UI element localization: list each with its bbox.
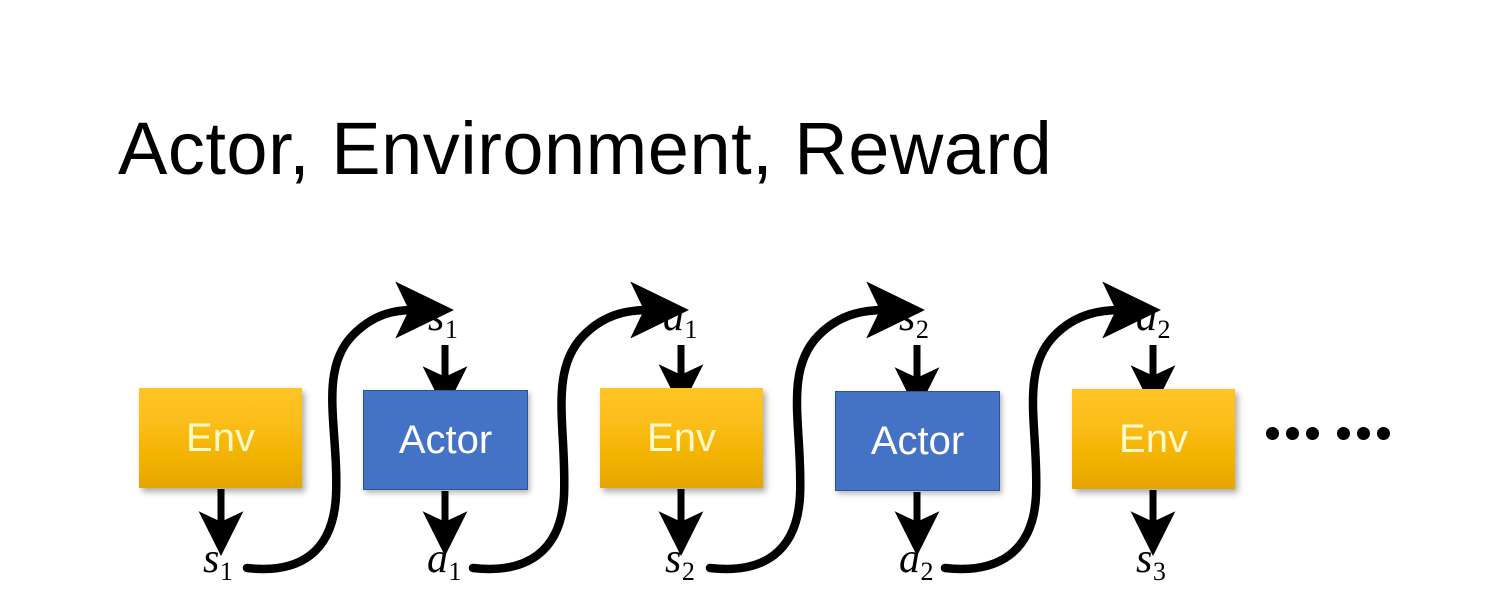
subscript: 1 bbox=[219, 556, 233, 586]
action-label-bottom-a2: a2 bbox=[899, 538, 934, 585]
symbol: s bbox=[665, 536, 682, 582]
ellipsis-continuation-icon bbox=[1266, 427, 1390, 440]
symbol: a bbox=[1136, 294, 1157, 340]
ellipsis-dot bbox=[1306, 427, 1319, 440]
subscript: 1 bbox=[448, 556, 462, 586]
subscript: 1 bbox=[444, 314, 458, 344]
state-label-bottom-s1: s1 bbox=[203, 538, 233, 585]
symbol: s bbox=[203, 536, 220, 582]
subscript: 2 bbox=[681, 556, 695, 586]
ellipsis-dot bbox=[1357, 427, 1370, 440]
action-label-top-a1: a1 bbox=[663, 296, 698, 343]
subscript: 1 bbox=[684, 314, 698, 344]
state-label-top-s1: s1 bbox=[428, 296, 458, 343]
ellipsis-dot bbox=[1377, 427, 1390, 440]
subscript: 2 bbox=[1157, 314, 1171, 344]
subscript: 2 bbox=[920, 556, 934, 586]
box-label: Actor bbox=[398, 418, 493, 462]
symbol: s bbox=[1136, 536, 1153, 582]
process-box-env-3[interactable]: Env bbox=[1072, 389, 1235, 489]
state-label-top-s2: s2 bbox=[899, 296, 929, 343]
box-label: Actor bbox=[870, 419, 965, 463]
symbol: s bbox=[428, 294, 445, 340]
ellipsis-dot bbox=[1286, 427, 1299, 440]
box-label: Env bbox=[647, 416, 716, 460]
process-box-actor-1[interactable]: Actor bbox=[363, 390, 528, 490]
box-label: Env bbox=[186, 416, 255, 460]
symbol: a bbox=[899, 536, 920, 582]
process-box-actor-2[interactable]: Actor bbox=[835, 391, 1000, 491]
box-label: Env bbox=[1119, 417, 1188, 461]
ellipsis-spacer bbox=[1326, 433, 1330, 434]
process-box-env-1[interactable]: Env bbox=[139, 388, 302, 488]
state-label-bottom-s3: s3 bbox=[1136, 538, 1166, 585]
ellipsis-dot bbox=[1266, 427, 1279, 440]
symbol: s bbox=[899, 294, 916, 340]
state-label-bottom-s2: s2 bbox=[665, 538, 695, 585]
subscript: 2 bbox=[915, 314, 929, 344]
symbol: a bbox=[427, 536, 448, 582]
page-title: Actor, Environment, Reward bbox=[118, 107, 1053, 190]
subscript: 3 bbox=[1152, 556, 1166, 586]
process-box-env-2[interactable]: Env bbox=[600, 388, 763, 488]
action-label-top-a2: a2 bbox=[1136, 296, 1171, 343]
symbol: a bbox=[663, 294, 684, 340]
action-label-bottom-a1: a1 bbox=[427, 538, 462, 585]
ellipsis-dot bbox=[1337, 427, 1350, 440]
